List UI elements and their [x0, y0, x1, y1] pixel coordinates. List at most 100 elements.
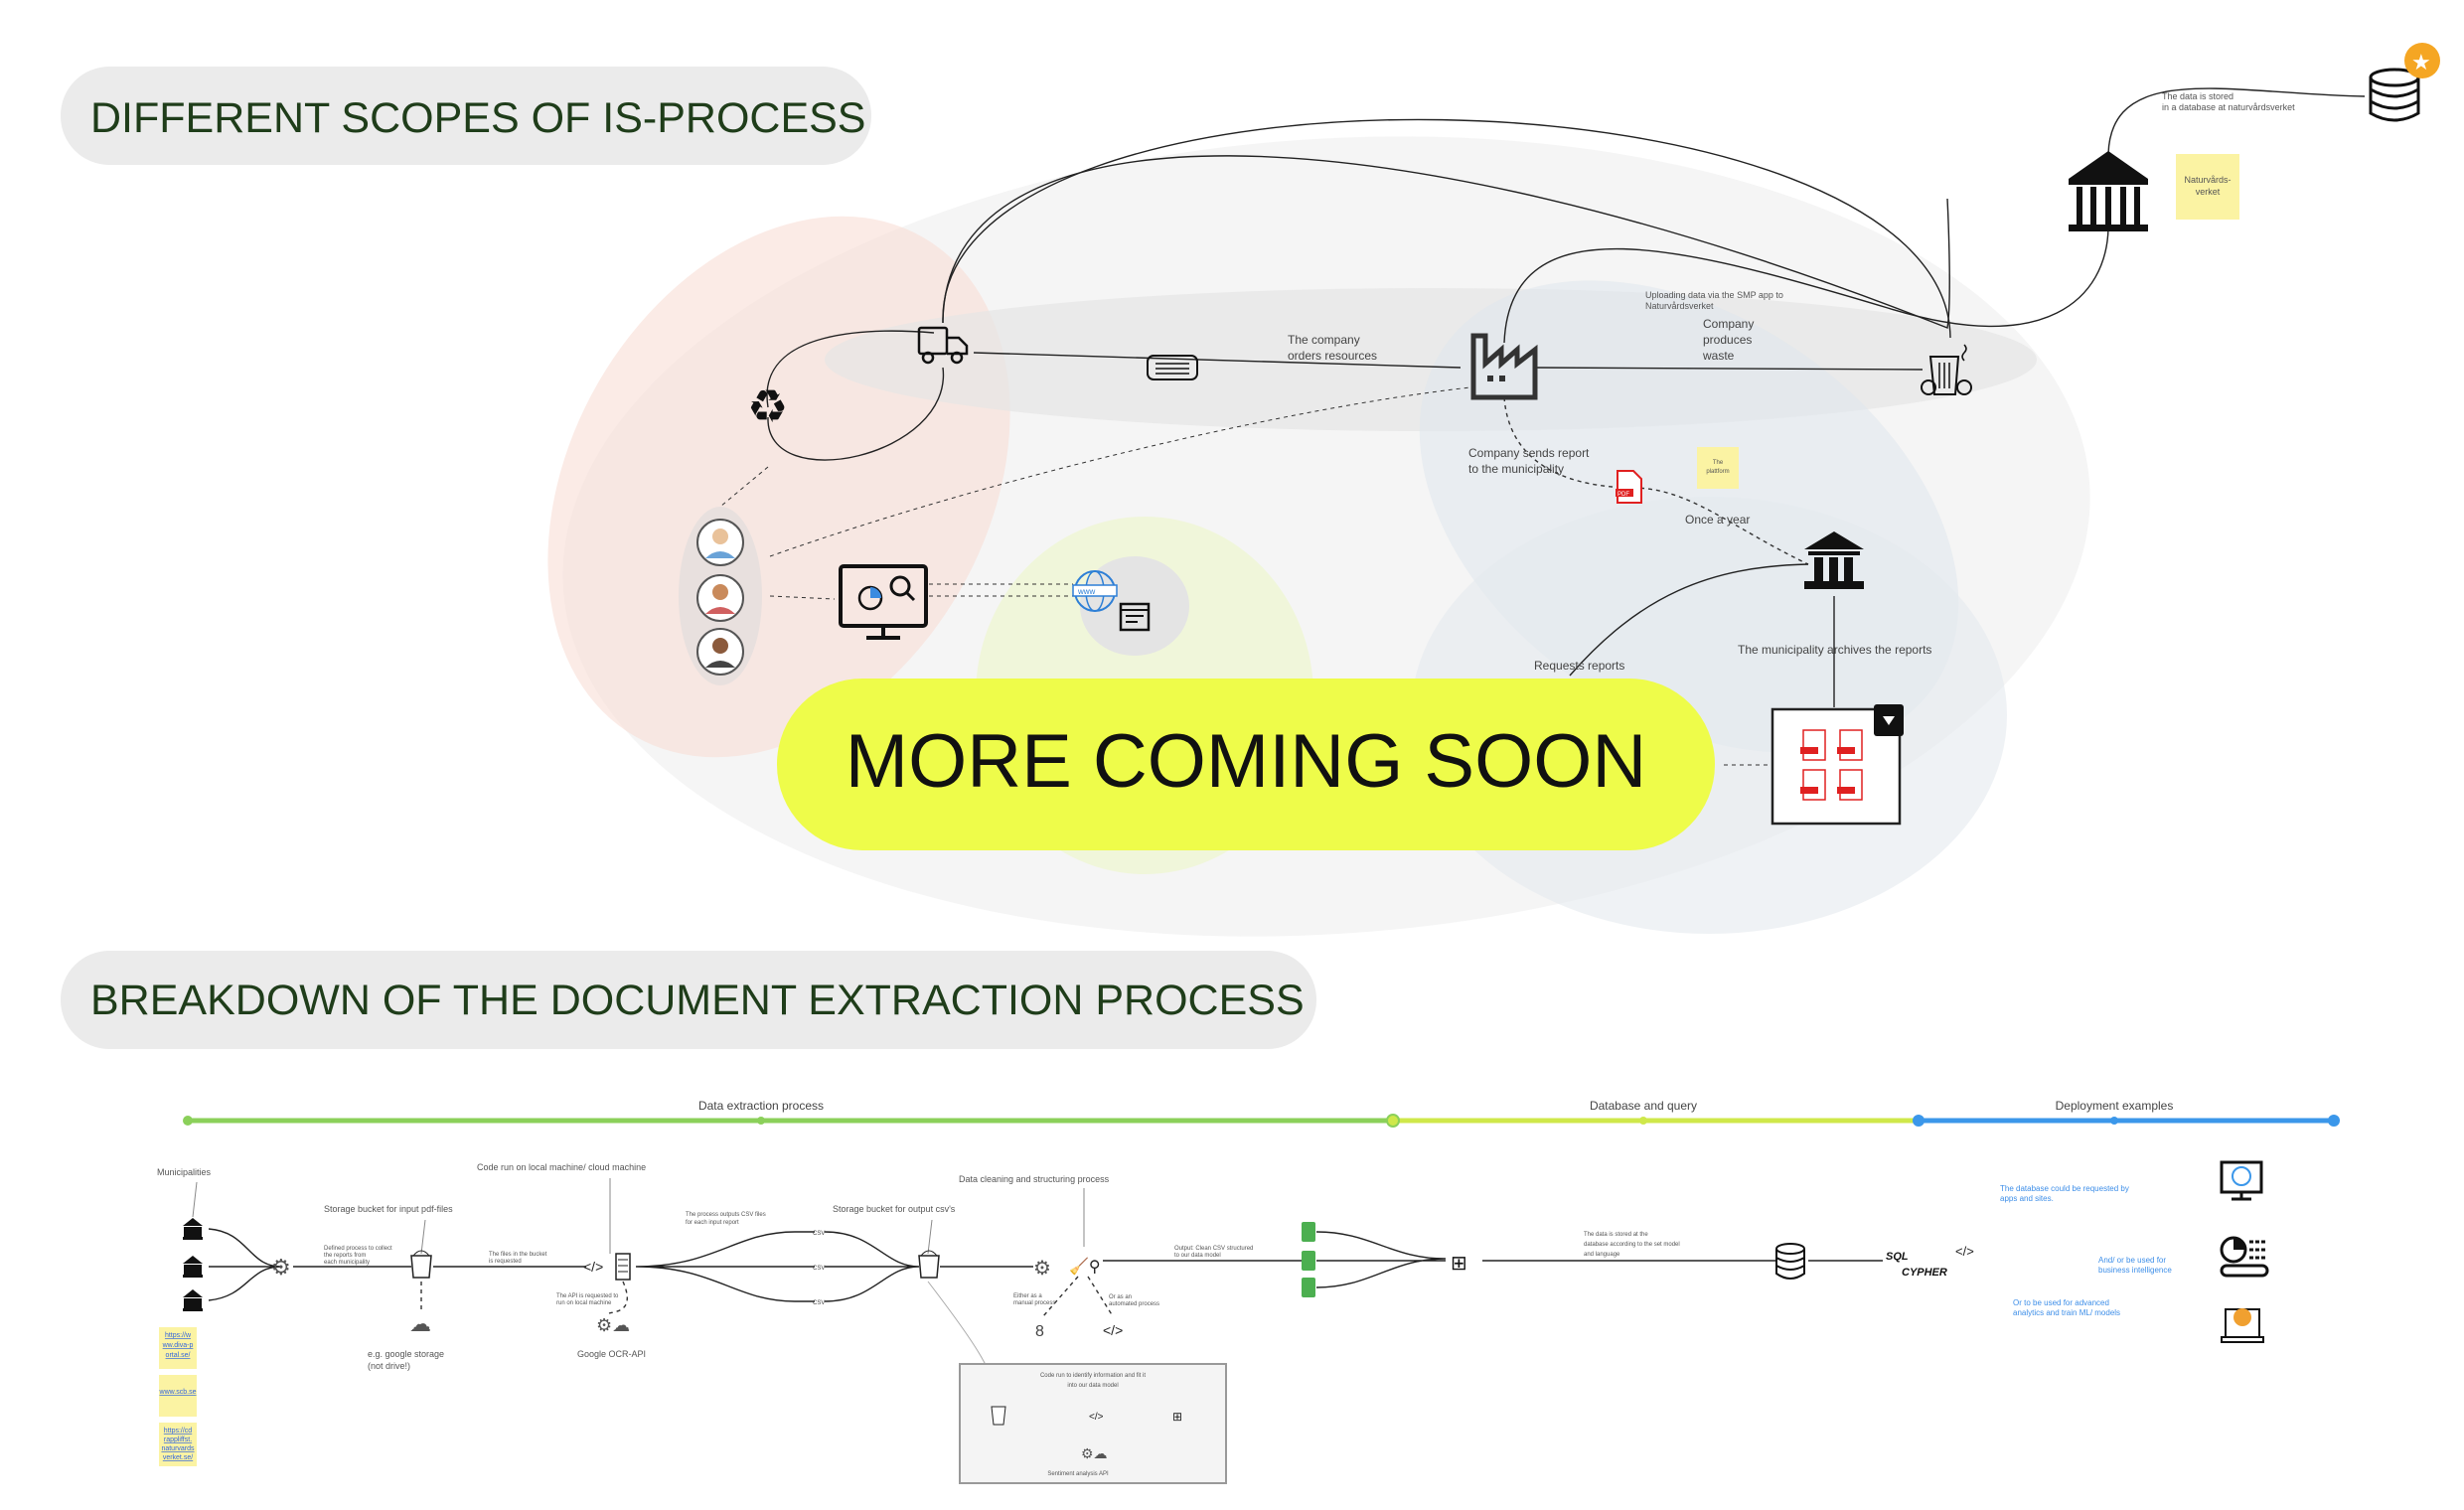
svg-text:Sentiment analysis API: Sentiment analysis API — [1047, 1471, 1109, 1477]
trash-icon — [1921, 344, 1972, 395]
avatar-icon — [696, 628, 744, 676]
svg-text:Once a year: Once a year — [1685, 513, 1750, 527]
server-cluster-icon: ⊞ — [1172, 1410, 1182, 1424]
svg-text:The company: The company — [1288, 333, 1360, 347]
code-icon: </> — [583, 1259, 603, 1275]
recycle-icon: ♻ — [747, 380, 788, 432]
svg-text:www: www — [1077, 587, 1096, 596]
svg-text:each municipality: each municipality — [324, 1260, 370, 1266]
svg-text:is requested: is requested — [489, 1259, 522, 1265]
svg-text:orders resources: orders resources — [1288, 349, 1377, 363]
svg-text:(not drive!): (not drive!) — [368, 1361, 410, 1371]
svg-text:CSV: CSV — [813, 1266, 825, 1272]
analytics-monitor-icon — [839, 564, 928, 640]
svg-text:CSV: CSV — [813, 1231, 825, 1237]
sticky-note-platform: The plattform — [1697, 447, 1739, 489]
flow-labels: Municipalities Storage bucket for input … — [157, 1162, 1680, 1371]
link-diva[interactable]: https://w — [165, 1332, 192, 1339]
clean-search-icon: 🧹⚲ — [1069, 1257, 1101, 1276]
svg-text:DIFFERENT SCOPES OF IS-PROCESS: DIFFERENT SCOPES OF IS-PROCESS — [90, 94, 866, 142]
svg-text:plattform: plattform — [1706, 469, 1729, 475]
truck-icon — [917, 326, 969, 365]
code-run-box: Code run to identify information and fit… — [959, 1363, 1227, 1484]
svg-text:And/ or be used for: And/ or be used for — [2098, 1256, 2166, 1265]
diagram-labels: The company orders resources Company pro… — [1288, 91, 2295, 673]
municipality-building-icon — [1804, 531, 1864, 589]
globe-www-icon: www — [1072, 570, 1118, 612]
svg-text:Database and query: Database and query — [1590, 1099, 1697, 1113]
svg-text:Uploading data via the SMP app: Uploading data via the SMP app to — [1645, 290, 1783, 300]
database-icon — [2369, 68, 2420, 122]
svg-text:The data is stored: The data is stored — [2162, 91, 2233, 101]
svg-text:★: ★ — [2411, 50, 2431, 75]
svg-text:produces: produces — [1703, 333, 1752, 347]
svg-text:Code run to identify informati: Code run to identify information and fit… — [1040, 1373, 1146, 1379]
municipality-icon — [183, 1289, 203, 1311]
sql-label: SQL — [1886, 1251, 1909, 1263]
svg-text:naturvards: naturvards — [161, 1445, 195, 1452]
star-badge-icon: ★ — [2404, 43, 2440, 78]
svg-text:The database could be requeste: The database could be requested by — [2000, 1184, 2129, 1193]
svg-text:Naturvårds-: Naturvårds- — [2184, 175, 2231, 185]
coming-soon-banner: MORE COMING SOON — [777, 679, 1715, 850]
svg-text:apps and sites.: apps and sites. — [2000, 1194, 2054, 1203]
svg-text:Company sends report: Company sends report — [1468, 446, 1590, 460]
pie-chart-dashboard-icon — [2220, 1236, 2269, 1278]
svg-text:Or to be used for advanced: Or to be used for advanced — [2013, 1298, 2109, 1307]
gear-icon: ⚙ — [1033, 1258, 1051, 1280]
svg-text:and language: and language — [1584, 1252, 1620, 1258]
bucket-icon — [918, 1250, 940, 1279]
web-monitor-icon — [2220, 1160, 2263, 1201]
municipality-icon — [183, 1218, 203, 1240]
ocr-api-icon: ⚙☁ — [596, 1315, 630, 1335]
database-icon — [1775, 1243, 1805, 1280]
svg-text:The municipality archives the: The municipality archives the reports — [1738, 643, 1931, 657]
svg-text:the reports from: the reports from — [324, 1253, 366, 1259]
svg-text:Municipalities: Municipalities — [157, 1167, 212, 1177]
svg-text:Defined process to collect: Defined process to collect — [324, 1246, 392, 1252]
svg-text:rappliffst.: rappliffst. — [164, 1436, 192, 1443]
svg-text:for each input report: for each input report — [686, 1220, 739, 1226]
svg-text:Either as a: Either as a — [1013, 1293, 1042, 1299]
svg-text:Storage bucket for input pdf-f: Storage bucket for input pdf-files — [324, 1204, 453, 1214]
newspaper-icon — [1147, 355, 1198, 380]
svg-text:verket.se/: verket.se/ — [163, 1454, 193, 1461]
svg-text:BREAKDOWN OF THE DOCUMENT EXTR: BREAKDOWN OF THE DOCUMENT EXTRACTION PRO… — [90, 977, 1305, 1024]
svg-text:Data cleaning and structuring: Data cleaning and structuring process — [959, 1174, 1110, 1184]
svg-text:Data extraction process: Data extraction process — [698, 1099, 824, 1113]
svg-text:The process outputs CSV files: The process outputs CSV files — [686, 1212, 766, 1218]
link-naturvardsverket[interactable]: https://cd — [164, 1428, 193, 1434]
svg-text:waste: waste — [1702, 349, 1735, 363]
link-scb[interactable]: www.scb.se — [159, 1389, 197, 1396]
svg-text:automated process: automated process — [1109, 1301, 1159, 1307]
svg-text:Requests reports: Requests reports — [1534, 659, 1624, 673]
svg-text:in a database at naturvårdsver: in a database at naturvårdsverket — [2162, 102, 2295, 112]
green-csv-icons — [1302, 1222, 1315, 1297]
svg-text:to our data model: to our data model — [1174, 1253, 1221, 1259]
svg-text:MORE COMING SOON: MORE COMING SOON — [846, 719, 1646, 804]
svg-text:e.g. google storage: e.g. google storage — [368, 1349, 444, 1359]
person-icon: 8 — [1035, 1323, 1044, 1340]
svg-text:Storage bucket for output csv': Storage bucket for output csv's — [833, 1204, 956, 1214]
code-icon: </> — [1103, 1322, 1123, 1338]
svg-text:Company: Company — [1703, 317, 1754, 331]
server-cluster-icon: ⊞ — [1451, 1253, 1467, 1275]
pdf-files-icon — [1800, 729, 1863, 801]
pdf-icon: PDF — [1616, 470, 1642, 504]
svg-text:The: The — [1713, 460, 1724, 466]
svg-text:Naturvårdsverket: Naturvårdsverket — [1645, 301, 1714, 311]
factory-icon — [1470, 333, 1538, 400]
svg-text:ww.diva-p: ww.diva-p — [162, 1342, 194, 1349]
svg-text:ortal.se/: ortal.se/ — [166, 1352, 191, 1359]
svg-text:Code run on local machine/ clo: Code run on local machine/ cloud machine — [477, 1162, 646, 1172]
section-title-breakdown: BREAKDOWN OF THE DOCUMENT EXTRACTION PRO… — [61, 951, 1316, 1049]
svg-text:to the municipality: to the municipality — [1468, 462, 1564, 476]
deployment-icons — [2220, 1160, 2269, 1343]
svg-text:database according to the set: database according to the set model — [1584, 1242, 1680, 1248]
svg-text:PDF: PDF — [1617, 492, 1629, 498]
svg-text:verket: verket — [2196, 187, 2221, 197]
bucket-icon — [410, 1250, 432, 1279]
code-icon: </> — [1955, 1244, 1974, 1259]
